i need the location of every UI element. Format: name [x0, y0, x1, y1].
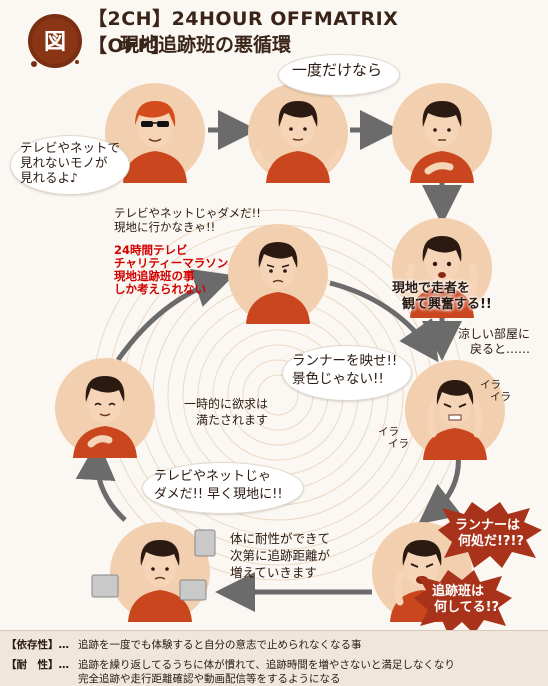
- title-badge-icon: 図: [28, 14, 82, 68]
- text-suzushii-2: 戻ると……: [470, 342, 531, 356]
- stage-first-try: [248, 83, 348, 183]
- page-title: 【2CH】24HOUR OFFMATRIX【OFF】: [88, 8, 399, 57]
- text-runner-2: 景色じゃない!!: [292, 371, 384, 387]
- arrow-9: [115, 268, 235, 362]
- young-man-frustrated-icon: [246, 242, 310, 324]
- stage-satisfied: [55, 358, 155, 458]
- text-marathon-4: しか考えられない: [114, 282, 206, 296]
- text-ichido: 一度だけなら: [292, 61, 383, 79]
- stage-irritated: [405, 360, 505, 460]
- stage-excited: [392, 218, 492, 318]
- cellphone-icon: [194, 529, 216, 557]
- text-ira-1b: イラ: [490, 391, 511, 403]
- page-subtitle: 現地追跡班の悪循環: [120, 34, 292, 56]
- text-runner-1: ランナーを映せ!!: [292, 353, 398, 369]
- legend-footer: 【依存性】… 追跡を一度でも体験すると自分の意志で止められなくなる事 【耐 性】…: [0, 630, 548, 686]
- text-taisei-1: 体に耐性ができて: [230, 531, 331, 546]
- text-runner-where-2: 何処だ!?!?: [458, 534, 524, 549]
- device-icons: [91, 529, 216, 601]
- bubble-runner: [282, 345, 412, 401]
- text-tv-net-3: 見れるよ♪: [20, 170, 78, 185]
- text-tv-net-2: 見れないモノが: [20, 155, 108, 170]
- text-taisei-3: 増えていきます: [230, 565, 317, 580]
- young-man-relieved-icon: [73, 376, 137, 458]
- tablet-icon: [179, 579, 207, 601]
- burst-tsuiseki: [414, 570, 512, 634]
- bubble-ichido: [278, 54, 400, 96]
- badge-label: 図: [44, 30, 66, 55]
- young-man-shrug-icon: [254, 101, 342, 183]
- text-marathon-3: 現地追跡班の事: [114, 269, 195, 283]
- young-man-devices-icon: [128, 540, 192, 622]
- bubble-tv-dame: [142, 462, 304, 514]
- text-tv-dame-1: テレビやネットじゃ: [154, 469, 272, 484]
- text-taisei-2: 次第に追跡距離が: [230, 548, 331, 563]
- burst-runner-where: [438, 502, 542, 568]
- text-genchi-2: 観て興奮する!!: [402, 297, 492, 312]
- text-ira-1a: イラ: [480, 379, 501, 391]
- legend-text-tolerance-2: 完全追跡や走行距離確認や動画配信等をするようになる: [78, 673, 341, 685]
- text-marathon-1: 24時間テレビ: [114, 243, 188, 257]
- legend-text-dependence: 追跡を一度でも体験すると自分の意志で止められなくなる事: [78, 639, 362, 651]
- legend-text-tolerance-1: 追跡を繰り返してるうちに体が慣れて、追跡時間を増やさないと満足しなくなり: [78, 659, 455, 671]
- text-ichiji-1: 一時的に欲求は: [184, 397, 269, 411]
- text-tv-net-1: テレビやネットで: [20, 140, 121, 155]
- text-marathon-2: チャリティーマラソン: [114, 256, 229, 270]
- text-dame-2: 現地に行かなきゃ!!: [114, 220, 216, 234]
- text-dame-1: テレビやネットじゃダメだ!!: [114, 206, 261, 220]
- text-ichiji-2: 満たされます: [196, 413, 269, 427]
- text-tsuiseki-1: 追跡班は: [432, 584, 485, 599]
- text-ira-2b: イラ: [388, 438, 409, 450]
- sunglasses-man-icon: [123, 101, 187, 183]
- arrow-8: [75, 440, 127, 522]
- text-tv-dame-2: ダメだ!! 早く現地に!!: [154, 487, 283, 502]
- stage-addicted: [110, 522, 210, 622]
- stage-thinking: [392, 83, 492, 183]
- text-suzushii-1: 涼しい部屋に: [458, 327, 531, 341]
- young-man-angry-icon: [423, 380, 487, 460]
- young-man-thinking-icon: [410, 101, 474, 183]
- legend-label-dependence: 【依存性】…: [6, 639, 69, 651]
- text-tsuiseki-2: 何してる!?: [434, 600, 500, 615]
- arrow-5: [329, 280, 439, 363]
- phone-icon: [91, 574, 119, 598]
- text-genchi-1: 現地で走者を: [392, 281, 471, 296]
- bubble-tv-net: [10, 135, 130, 195]
- text-ira-2a: イラ: [378, 426, 399, 438]
- legend-label-tolerance: 【耐 性】…: [6, 659, 69, 671]
- stage-obsessed: [228, 224, 328, 324]
- text-runner-where-1: ランナーは: [455, 518, 521, 533]
- young-man-excited-icon: [405, 236, 479, 318]
